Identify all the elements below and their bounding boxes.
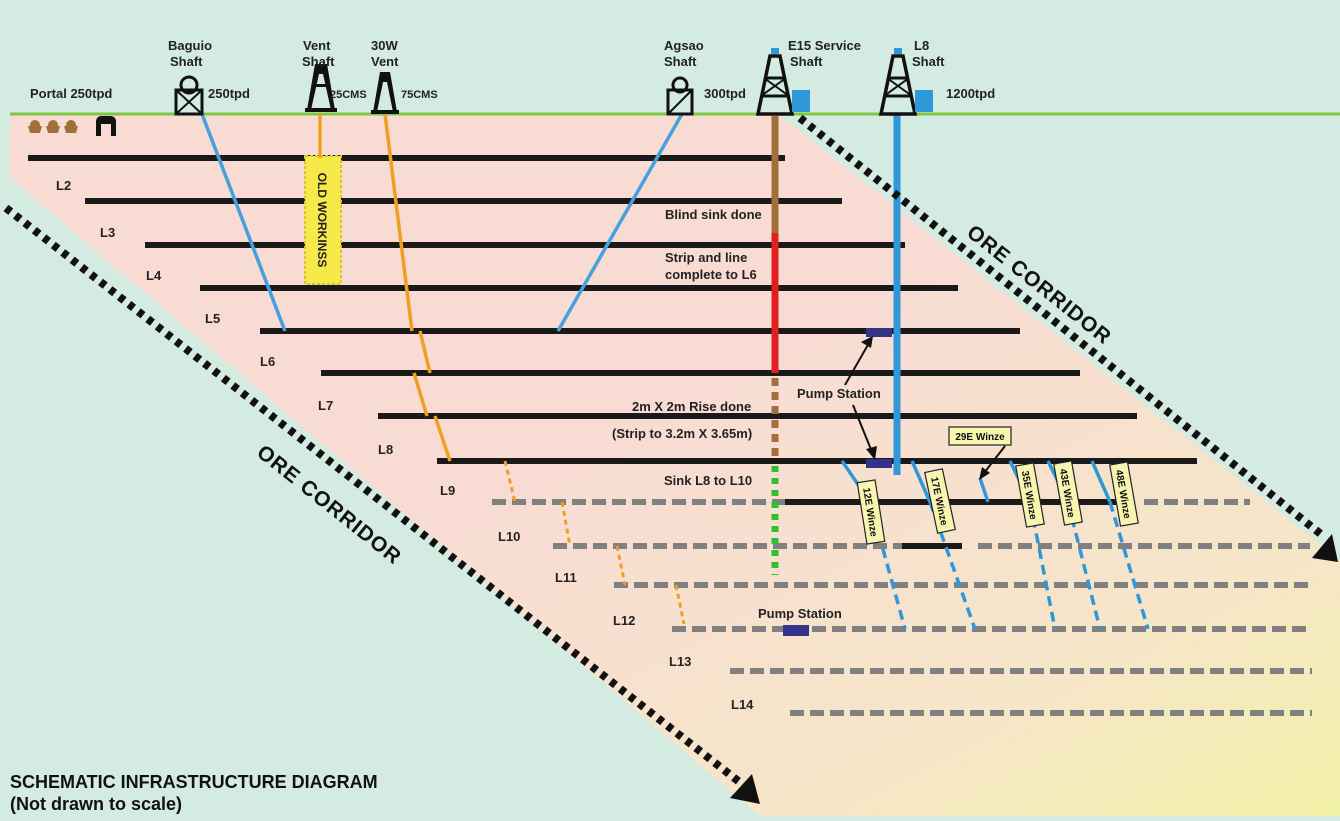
level-label: L2 <box>56 178 71 193</box>
baguio-capacity: 250tpd <box>208 86 250 101</box>
level-label: L12 <box>613 613 635 628</box>
vent-capacity: 25CMS <box>330 89 367 101</box>
l8-capacity: 1200tpd <box>946 86 995 101</box>
vent-raise-l7 <box>412 372 429 417</box>
baguio-name-2: Shaft <box>170 54 203 69</box>
winze-label-35e: 35E Winze <box>1015 462 1045 528</box>
portal-label: Portal 250tpd <box>30 86 112 101</box>
vent-raise-l8 <box>433 415 452 462</box>
ore-corridor-upper-arrow <box>797 114 1325 539</box>
winze-label-29e: 29E Winze <box>948 426 1012 446</box>
e15-name-1: E15 Service <box>788 38 861 53</box>
agsao-headframe-icon <box>666 76 694 116</box>
vent30w-name-1: 30W <box>371 38 398 53</box>
vent-raise-planned <box>503 460 686 625</box>
winze-label-43e: 43E Winze <box>1053 460 1083 526</box>
l8-name-1: L8 <box>914 38 929 53</box>
level-labels: L2 L3 L4 L5 L6 L7 L8 L9 L10 L11 L12 L13 … <box>56 178 754 712</box>
vent-shaft-headframe-icon <box>305 64 337 112</box>
agsao-shaft-line <box>556 113 684 332</box>
level-label: L11 <box>555 570 577 585</box>
blind-sink-label: Blind sink done <box>665 207 762 222</box>
old-workings-box <box>304 155 342 285</box>
level-label: L14 <box>731 697 754 712</box>
portal-carts-icon <box>28 120 78 133</box>
pump-station-upper-label: Pump Station <box>797 386 881 401</box>
l8-name-2: Shaft <box>912 54 945 69</box>
vent-name-1: Vent <box>303 38 331 53</box>
agsao-name-1: Agsao <box>664 38 704 53</box>
pump-station-lower-label: Pump Station <box>758 606 842 621</box>
vent-raise-l6 <box>418 330 432 374</box>
baguio-shaft-line <box>200 113 287 332</box>
ore-corridor-lower-arrowhead <box>730 774 760 804</box>
agsao-capacity: 300tpd <box>704 86 746 101</box>
baguio-name-1: Baguio <box>168 38 212 53</box>
strip-line-label-1: Strip and line <box>665 250 747 265</box>
level-label: L3 <box>100 225 115 240</box>
baguio-headframe-icon <box>174 75 204 116</box>
l8-derrick-icon <box>878 48 933 116</box>
vent30w-name-2: Vent <box>371 54 399 69</box>
planned-levels <box>492 499 1312 716</box>
e15-name-2: Shaft <box>790 54 823 69</box>
pump-station-l12 <box>783 625 809 636</box>
winze-label-12e: 12E Winze <box>856 479 886 545</box>
level-label: L9 <box>440 483 455 498</box>
pump-station-l5 <box>866 328 892 337</box>
diagram-title: SCHEMATIC INFRASTRUCTURE DIAGRAM <box>10 772 378 792</box>
sink-label: Sink L8 to L10 <box>664 473 752 488</box>
ore-corridor-upper-arrowhead <box>1312 534 1338 562</box>
level-label: L8 <box>378 442 393 457</box>
strip-size-label: (Strip to 3.2m X 3.65m) <box>612 426 752 441</box>
portal-tunnel-icon <box>96 116 116 136</box>
old-workings-label: OLD WORKINSS <box>315 173 329 268</box>
winze-text-29e: 29E Winze <box>955 432 1005 443</box>
vent30w-headframe-icon <box>371 72 399 114</box>
level-label: L6 <box>260 354 275 369</box>
level-label: L5 <box>205 311 220 326</box>
winze-label-48e: 48E Winze <box>1109 461 1139 527</box>
winze-label-17e: 17E Winze <box>924 468 956 534</box>
level-label: L4 <box>146 268 162 283</box>
agsao-name-2: Shaft <box>664 54 697 69</box>
vent-name-2: Shaft <box>302 54 335 69</box>
pump-station-l8 <box>866 459 892 468</box>
diagram-subtitle: (Not drawn to scale) <box>10 794 182 814</box>
level-label: L7 <box>318 398 333 413</box>
level-label: L13 <box>669 654 691 669</box>
level-label: L10 <box>498 529 520 544</box>
vent30w-capacity: 75CMS <box>401 89 438 101</box>
vent30w-line <box>383 113 414 332</box>
strip-line-label-2: complete to L6 <box>665 267 757 282</box>
pump-arrows <box>844 336 1006 480</box>
e15-derrick-icon <box>755 48 810 116</box>
rise-done-label: 2m X 2m Rise done <box>632 399 751 414</box>
